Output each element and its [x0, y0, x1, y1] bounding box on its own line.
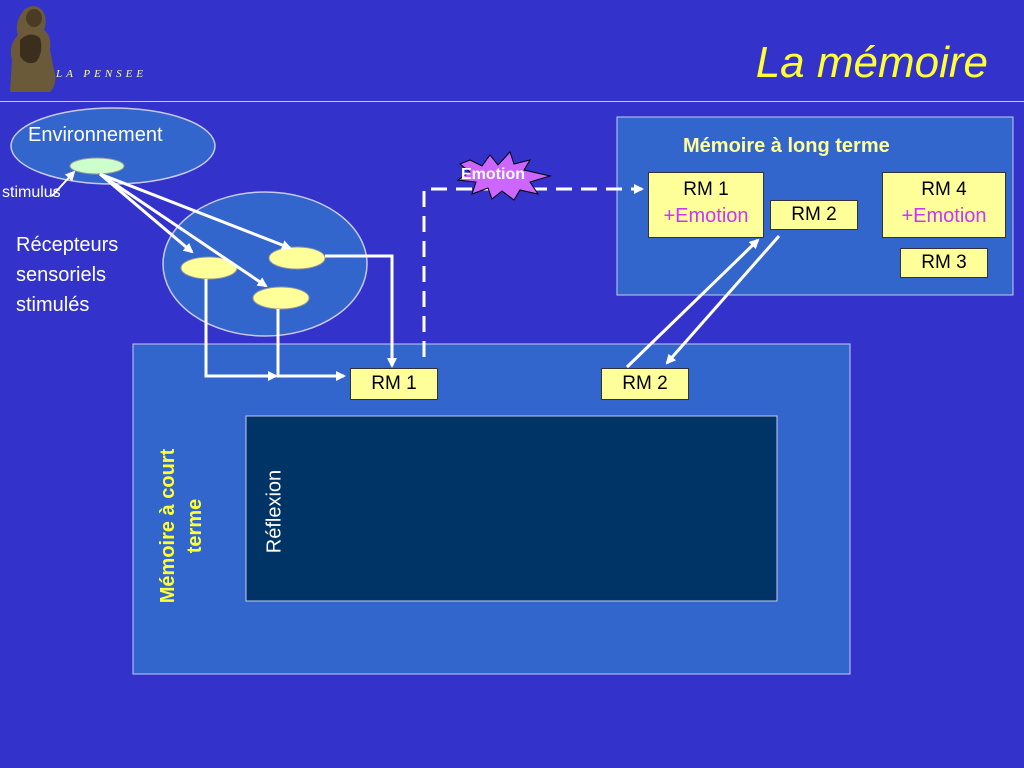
long-term-memory-title: Mémoire à long terme [683, 135, 890, 157]
emotion-label: Emotion [461, 166, 525, 183]
stm-rm2-label: RM 2 [622, 373, 668, 394]
arrow-ltm-rm2-to-stm-rm2 [665, 235, 781, 365]
stm-rm2-box: RM 2 [601, 368, 689, 400]
short-term-memory-title: Mémoire à court terme [155, 421, 215, 631]
logo-caption: LA PENSEE [56, 68, 148, 80]
stimulus-arrow [51, 170, 76, 197]
ltm-rm1-emotion: +Emotion [663, 205, 749, 227]
stm-rm1-box: RM 1 [350, 368, 438, 400]
arrow-stm-rm2-to-ltm-rm2 [625, 238, 760, 369]
ltm-rm3-box: RM 3 [900, 248, 988, 278]
stm-rm1-label: RM 1 [371, 373, 417, 394]
arrow-stimulus-receptor2 [99, 172, 292, 250]
ltm-rm4-box: RM 4 +Emotion [882, 172, 1006, 238]
stimulus-label: stimulus [2, 184, 61, 201]
ltm-rm2-label: RM 2 [791, 204, 837, 225]
arrow-stimulus-receptor3 [99, 172, 268, 288]
ltm-rm4-emotion: +Emotion [901, 205, 987, 227]
ltm-rm2-box: RM 2 [770, 200, 858, 230]
ltm-rm1-box: RM 1 +Emotion [648, 172, 764, 238]
receptor-3 [252, 286, 310, 310]
path-receptor2-rm1 [325, 254, 397, 368]
header-divider [0, 101, 1024, 102]
receptors-label-line1: Récepteurs [16, 234, 119, 256]
receptor-2 [268, 246, 326, 270]
reflection-box [245, 415, 778, 602]
reflection-label: Réflexion [263, 469, 286, 554]
environment-label: Environnement [28, 124, 163, 146]
arrow-stimulus-receptor1 [99, 172, 194, 254]
receptors-circle [162, 191, 368, 337]
receptors-label-line2: sensoriels [16, 264, 107, 286]
emotion-starburst [456, 151, 552, 201]
page-title: La mémoire [755, 38, 988, 87]
stm-title-line2: terme [184, 498, 206, 554]
receptors-label-line3: stimulés [16, 294, 90, 316]
path-receptor3-rm1 [276, 309, 346, 381]
path-receptor1-rm1 [204, 279, 278, 381]
dashed-path-rm1-to-ltm [422, 184, 644, 357]
ltm-rm3-label: RM 3 [921, 252, 967, 273]
thinker-logo [0, 0, 60, 96]
stm-title-line1: Mémoire à court [157, 448, 179, 604]
stimulus-ellipse [69, 157, 125, 175]
ltm-rm1-label: RM 1 [683, 179, 729, 200]
ltm-rm4-label: RM 4 [921, 179, 967, 200]
